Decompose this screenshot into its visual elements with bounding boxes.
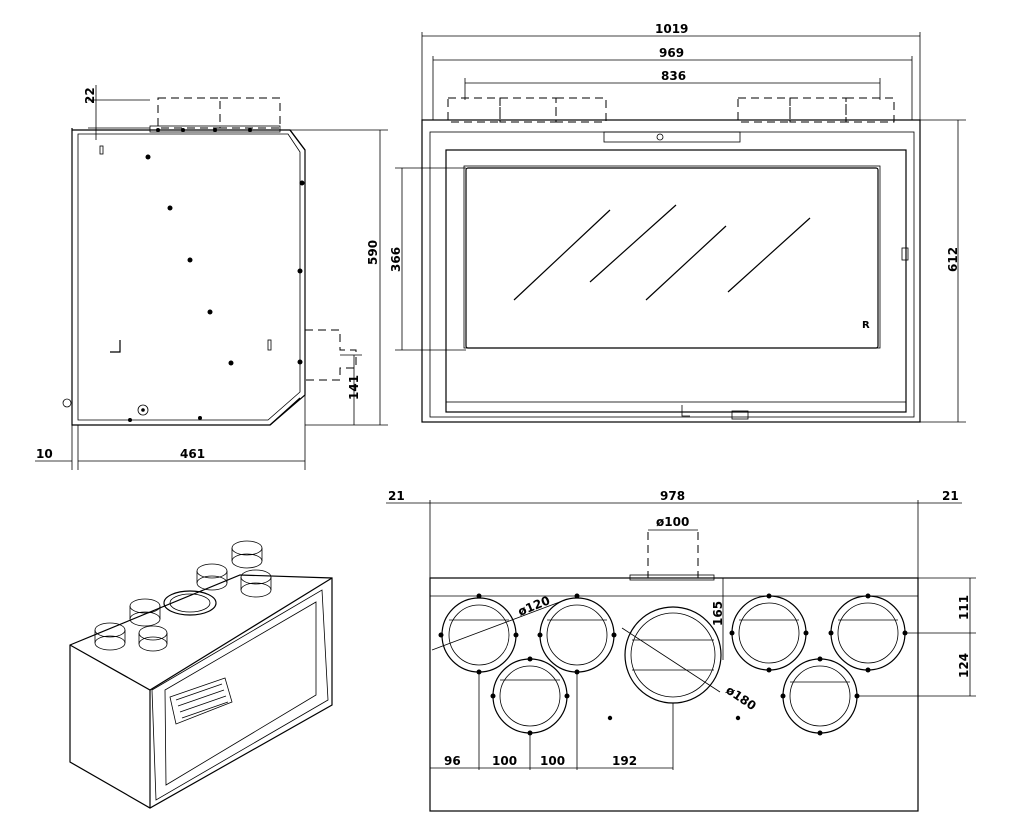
outlet-circle [830,595,906,671]
dim-width-969: 969 [659,46,684,60]
outlet-circle [731,595,807,671]
dim-height-612: 612 [946,247,960,272]
dim-side-21-left: 21 [388,489,405,503]
outlet-circle-large [624,606,722,704]
dim-width-1019: 1019 [655,22,688,36]
dim-depth-165: 165 [711,601,725,626]
dim-glass-366: 366 [389,247,403,272]
dim-depth-124: 124 [957,653,971,678]
brand-mark: R [862,320,870,331]
dim-dia-100: ø100 [656,515,689,529]
outlet-circle [492,658,568,734]
dim-height-590: 590 [366,240,380,265]
outlet-circle [441,597,517,673]
dim-height-141: 141 [347,375,361,400]
dim-top-22: 22 [83,87,97,104]
isometric-view [69,540,333,809]
outlet-circle [782,658,858,734]
side-view: 590 141 22 461 10 [35,85,388,470]
dim-spacing-192: 192 [612,754,637,768]
top-view: 978 21 21 ø100 ø120 ø180 165 111 124 96 … [386,489,976,812]
dim-spacing-96: 96 [444,754,461,768]
front-view: R 1019 969 836 366 612 [389,22,966,423]
dim-width-978: 978 [660,489,685,503]
outlet-circle [539,597,615,673]
dim-depth-461: 461 [180,447,205,461]
dim-depth-111: 111 [957,595,971,620]
dim-spacing-100b: 100 [540,754,565,768]
dim-dia-180: ø180 [723,683,758,713]
dim-side-21-right: 21 [942,489,959,503]
dim-spacing-100a: 100 [492,754,517,768]
dim-rear-10: 10 [36,447,53,461]
dim-width-836: 836 [661,69,686,83]
